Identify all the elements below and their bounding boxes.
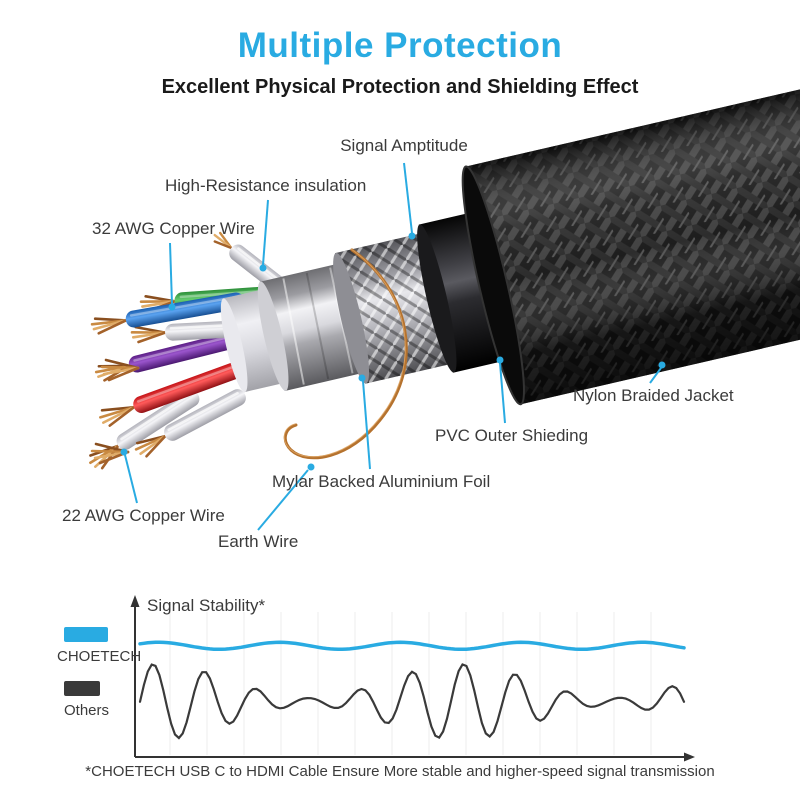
- leader-dot-high-resistance-insulation: [259, 264, 267, 272]
- copper-strand-cluster-a: [100, 358, 140, 382]
- page-title: Multiple Protection: [237, 26, 563, 65]
- label-earth-wire: Earth Wire: [218, 532, 299, 551]
- leader-lines: [120, 162, 666, 531]
- leader-dot-awg32: [168, 303, 176, 311]
- earth-wire-graphic: [283, 248, 408, 460]
- legend-swatch-choetech: [64, 627, 108, 642]
- leader-pvc-outer-shieding: [499, 362, 506, 424]
- wire-blue: [90, 292, 245, 335]
- page-subtitle: Excellent Physical Protection and Shield…: [161, 76, 639, 98]
- legend-swatch-others: [64, 681, 100, 696]
- chart-footnote: *CHOETECH USB C to HDMI Cable Ensure Mor…: [85, 763, 715, 780]
- label-high-resistance-insulation: High-Resistance insulation: [165, 176, 367, 195]
- leader-dot-earth-wire: [307, 463, 315, 471]
- leader-dot-pvc-outer-shieding: [496, 356, 504, 364]
- chart-grid: [169, 612, 652, 755]
- x-axis-arrow-icon: [684, 752, 695, 762]
- wire-red: [99, 357, 257, 427]
- legend-label-others: Others: [64, 702, 110, 719]
- label-awg22-copper-wire: 22 AWG Copper Wire: [62, 506, 225, 525]
- legend-label-choetech: CHOETECH: [57, 648, 142, 665]
- leader-dot-signal-amptitude: [408, 232, 416, 240]
- chart-title: Signal Stability*: [147, 596, 266, 615]
- leader-high-resistance-insulation: [262, 199, 269, 266]
- cable-cutaway: [220, 61, 800, 406]
- leader-signal-amptitude: [403, 162, 413, 234]
- chart-axes: [130, 595, 695, 762]
- label-signal-amptitude: Signal Amptitude: [340, 136, 468, 155]
- wire-white-bottom-1: [134, 389, 246, 458]
- leader-dot-nylon-braided-jacket: [658, 361, 666, 369]
- leader-mylar-foil: [362, 380, 371, 470]
- chart-line-choetech: [138, 640, 686, 652]
- label-mylar-backed-aluminium-foil: Mylar Backed Aluminium Foil: [272, 472, 491, 491]
- leader-nylon-braided-jacket: [649, 367, 662, 384]
- label-nylon-braided-jacket: Nylon Braided Jacket: [573, 386, 734, 405]
- leader-awg22: [124, 454, 138, 504]
- leader-dot-mylar-foil: [358, 374, 366, 382]
- chart-line-others: [138, 663, 686, 740]
- label-pvc-outer-shieding: PVC Outer Shieding: [435, 426, 589, 445]
- label-awg32-copper-wire: 32 AWG Copper Wire: [92, 219, 255, 238]
- leader-earth-wire: [257, 469, 309, 531]
- layer-nylon-jacket: [461, 61, 800, 406]
- leader-awg32: [169, 242, 173, 305]
- leader-dot-awg22: [120, 448, 128, 456]
- y-axis-arrow-icon: [130, 595, 140, 607]
